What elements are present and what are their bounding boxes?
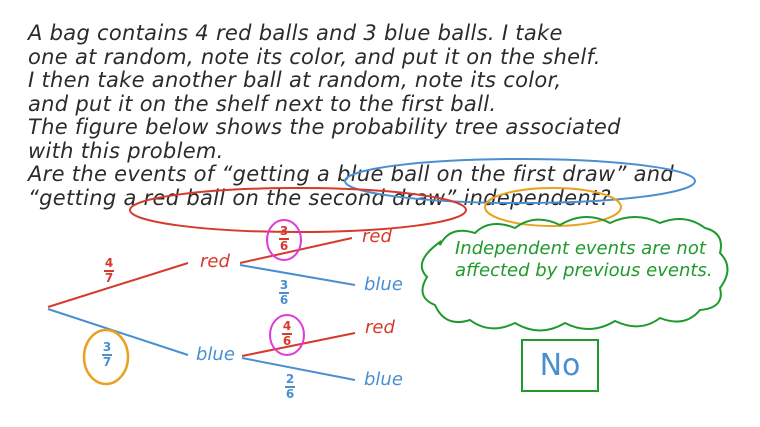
- orange-circle-3-7: [82, 328, 130, 386]
- prob-numerator: 3: [102, 340, 112, 354]
- prob-denominator: 6: [279, 238, 289, 253]
- magenta-circle-3-6: [266, 219, 302, 261]
- fraction-bar: [279, 292, 289, 294]
- answer-box: No: [521, 339, 599, 392]
- question-line: with this problem.: [28, 138, 224, 163]
- node-blue-blue: blue: [364, 369, 403, 390]
- magenta-circle-4-6: [269, 314, 305, 356]
- prob-numerator: 4: [282, 319, 292, 333]
- independence-note: Independent events are not affected by p…: [455, 238, 713, 281]
- node-first-red: red: [200, 251, 230, 272]
- fraction-bar: [285, 386, 295, 388]
- prob-denominator: 6: [282, 333, 292, 348]
- question-line: The figure below shows the probability t…: [28, 115, 621, 139]
- blue-highlight-ellipse: [344, 158, 696, 204]
- prob-numerator: 3: [279, 224, 289, 238]
- prob-denominator: 7: [102, 354, 112, 369]
- fraction-bar: [279, 238, 289, 240]
- fraction-bar: [104, 270, 114, 272]
- node-blue-red: red: [365, 317, 395, 338]
- branch-blue-blue: [241, 357, 356, 381]
- question-line: I then take another ball at random, note…: [28, 68, 562, 92]
- branch-red-red: [239, 237, 353, 264]
- fraction-bar: [102, 354, 112, 356]
- orange-highlight-ellipse: [484, 187, 622, 227]
- red-highlight-ellipse: [129, 187, 467, 233]
- node-first-blue: blue: [196, 344, 235, 365]
- cloud-outline: [420, 216, 729, 332]
- branch-red-blue: [239, 264, 356, 286]
- node-red-blue: blue: [364, 274, 403, 295]
- question-line: one at random, note its color, and put i…: [28, 44, 601, 69]
- branch-blue-red: [241, 332, 356, 357]
- prob-denominator: 6: [279, 292, 289, 307]
- question-line: “getting a red ball on the second draw” …: [28, 185, 611, 210]
- question-text: A bag contains 4 red balls and 3 blue ba…: [28, 21, 760, 210]
- branch-root-blue: [47, 308, 189, 356]
- question-line: A bag contains 4 red balls and 3 blue ba…: [28, 21, 563, 45]
- prob-denominator: 7: [104, 270, 114, 285]
- node-red-red: red: [362, 226, 392, 247]
- prob-numerator: 4: [104, 256, 114, 270]
- branch-root-red: [47, 262, 189, 308]
- question-line: and put it on the shelf next to the firs…: [28, 91, 497, 116]
- fraction-bar: [282, 333, 292, 335]
- question-line: Are the events of “getting a blue ball o…: [28, 162, 675, 186]
- prob-denominator: 6: [285, 386, 295, 401]
- prob-numerator: 2: [285, 372, 295, 386]
- prob-numerator: 3: [279, 278, 289, 292]
- answer-text: No: [539, 348, 581, 383]
